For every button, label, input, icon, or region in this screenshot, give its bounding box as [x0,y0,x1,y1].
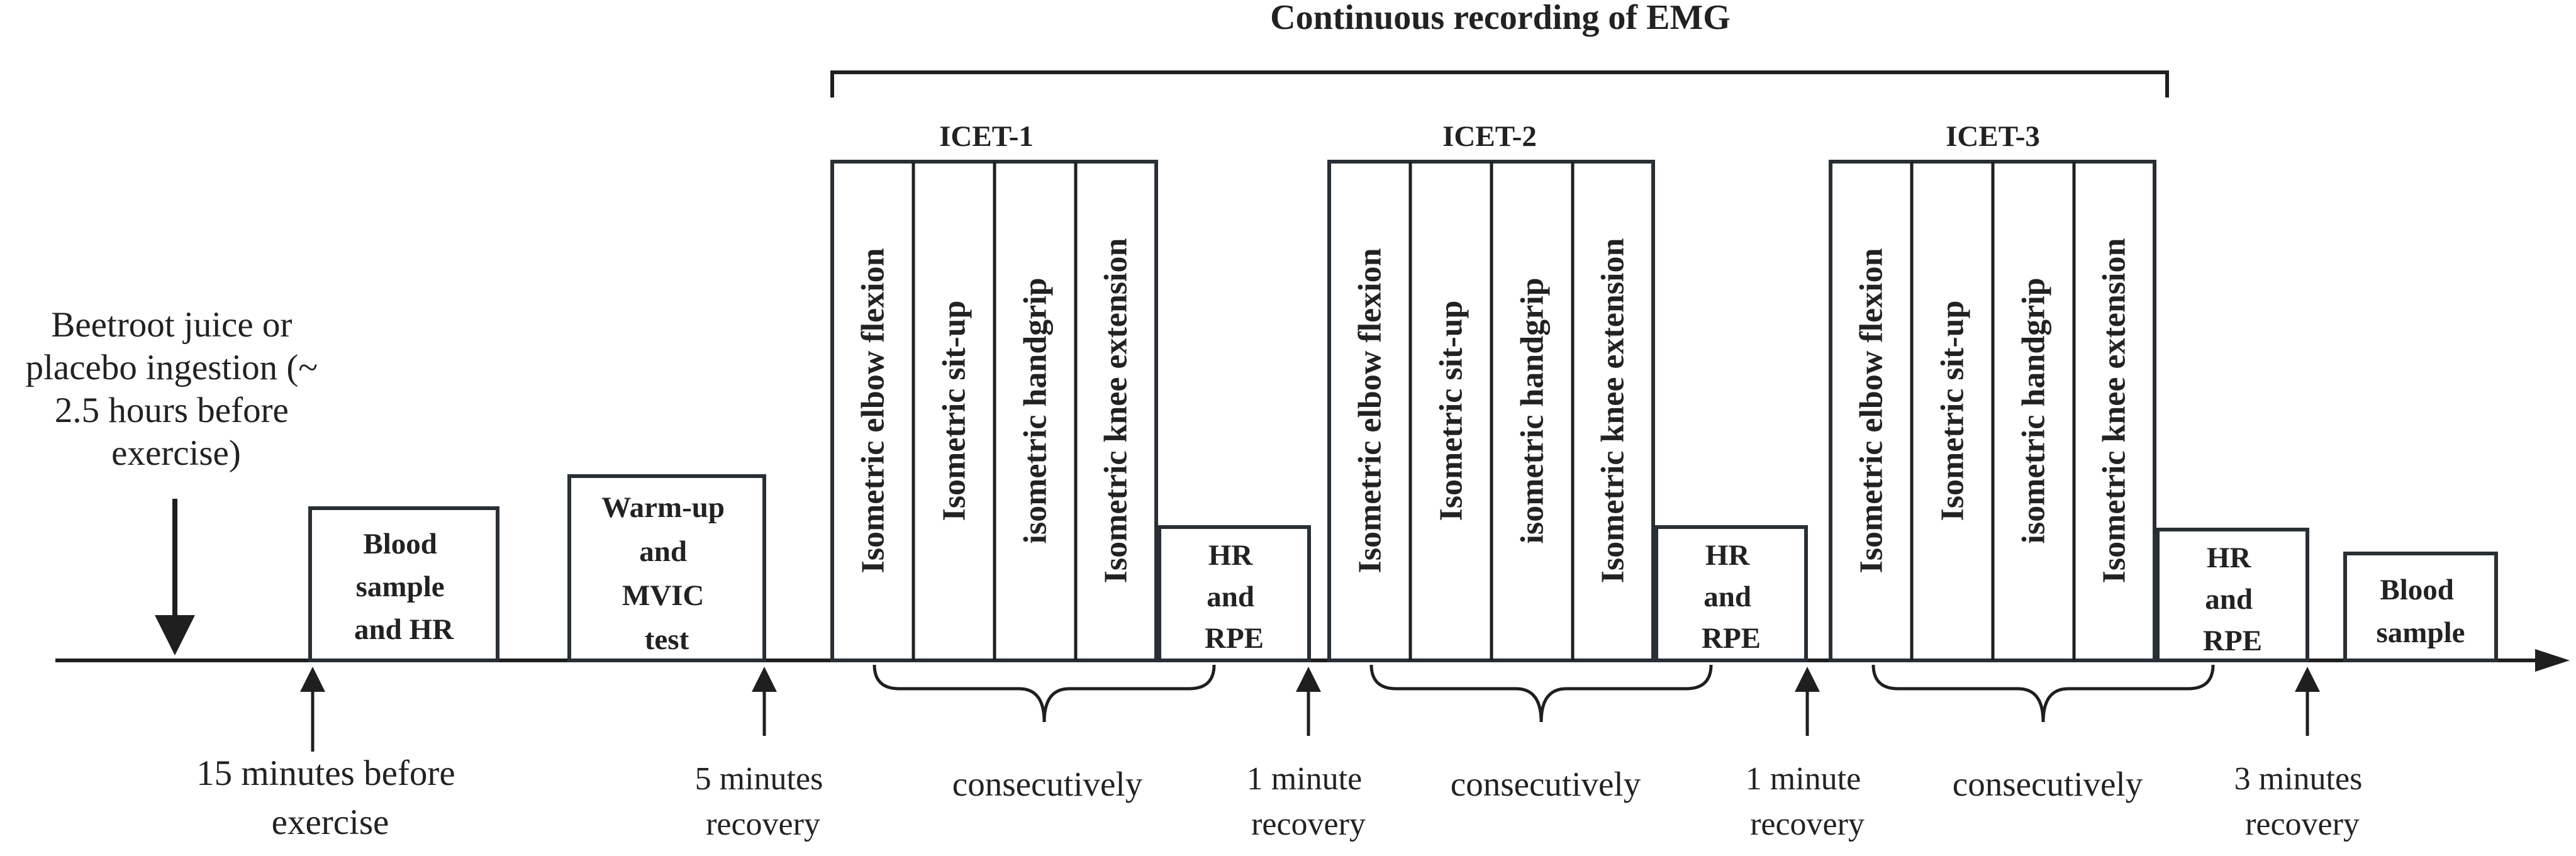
exercise-elbow-flexion: Isometric elbow flexion [1854,248,1890,573]
blood-sample-hr-box [308,506,499,662]
icet-1-group: ICET-1 Isometric elbow flexion Isometric… [830,120,1370,842]
pre-exercise-label: 15 minutes before exercise [196,753,464,842]
consecutive-label: consecutively [1451,765,1641,803]
exercise-sit-up: Isometric sit-up [937,301,973,521]
exercise-knee-extension: Isometric knee extension [2097,238,2133,584]
exercise-sit-up: Isometric sit-up [1935,301,1971,521]
icet-label: ICET-1 [939,120,1034,153]
exercise-handgrip: isometric handgrip [1018,277,1054,543]
icet-3-group: ICET-3 Isometric elbow flexion Isometric… [1829,120,2371,842]
hr-rpe-label: HR and RPE [1205,539,1264,655]
diagram-title: Continuous recording of EMG [1270,0,1731,37]
warmup-recovery-label: 5 minutes recovery [695,761,832,842]
intake-label: Beetroot juice or placebo ingestion (~ 2… [26,305,327,473]
hr-rpe-box [2156,528,2309,662]
exercise-knee-extension: Isometric knee extension [1098,238,1134,584]
emg-recording-bracket [830,70,2169,97]
exercise-elbow-flexion: Isometric elbow flexion [1352,248,1388,573]
blood-sample-final-box [2343,552,2498,662]
hr-rpe-label: HR and RPE [1702,539,1761,655]
warmup-mvic-box [567,474,766,662]
recovery-label: 1 minute recovery [1746,761,1869,842]
hr-rpe-box [1157,525,1311,662]
exercise-handgrip: isometric handgrip [1515,277,1551,543]
consecutive-label: consecutively [952,765,1143,803]
icet-2-group: ICET-2 Isometric elbow flexion Isometric… [1327,120,1869,842]
icet-label: ICET-3 [1946,120,2040,153]
icet-label: ICET-2 [1442,120,1537,153]
recovery-label: 1 minute recovery [1247,761,1370,842]
warmup-mvic-label: Warm-up and MVIC test [601,491,732,656]
hr-rpe-box [1654,525,1808,662]
exercise-handgrip: isometric handgrip [2016,277,2052,543]
hr-rpe-label: HR and RPE [2203,542,2262,657]
consecutive-brace [873,664,1216,723]
recovery-label: 3 minutes recovery [2234,761,2371,842]
consecutive-brace [1871,664,2215,723]
exercise-knee-extension: Isometric knee extension [1595,238,1631,584]
blood-sample-hr-label: Blood sample and HR [354,528,454,646]
consecutive-label: consecutively [1953,765,2143,803]
timeline-arrowhead [2535,649,2570,672]
consecutive-brace [1369,664,1713,723]
blood-sample-final-label: Blood sample [2377,574,2465,649]
exercise-sit-up: Isometric sit-up [1434,301,1469,521]
exercise-elbow-flexion: Isometric elbow flexion [856,248,891,573]
